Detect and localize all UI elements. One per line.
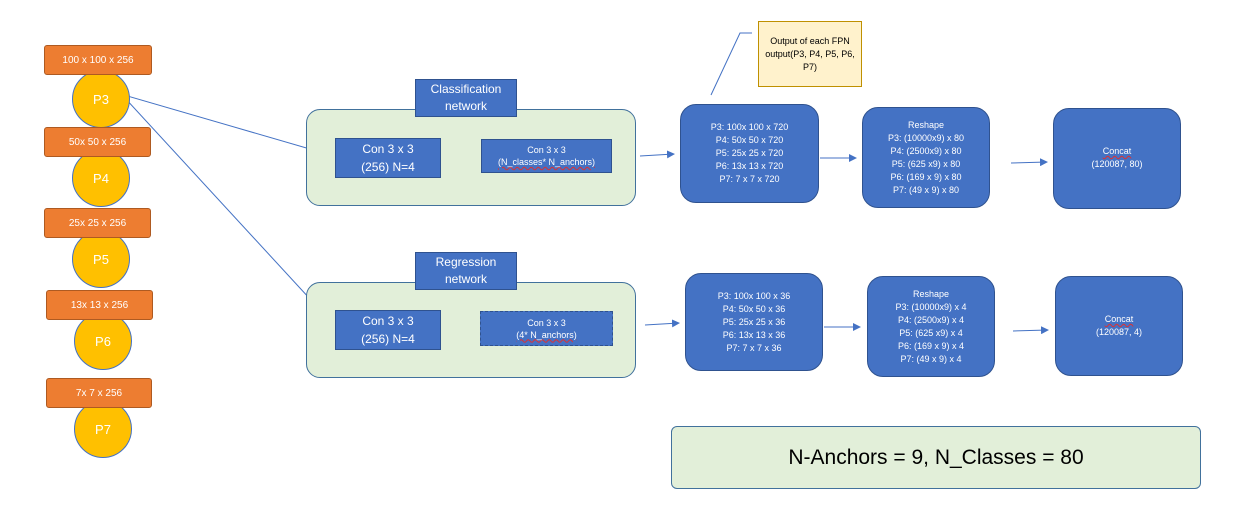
conv-line: Con 3 x 3 [527, 317, 566, 328]
output-line: P4: 50x 50 x 720 [715, 135, 784, 145]
output-line: P7: 7 x 7 x 720 [719, 174, 780, 184]
reshape-line: P7: (49 x 9) x 4 [900, 353, 962, 364]
reshape-line: P7: (49 x 9) x 80 [892, 184, 960, 195]
classification-network-label: Classification network [415, 79, 517, 117]
reshape-line: P6: (169 x 9) x 80 [890, 171, 962, 182]
title-line: network [444, 99, 488, 113]
callout-leader-line [710, 32, 752, 96]
level-circle: P3 [72, 70, 130, 128]
cls-output-conv-block: Con 3 x 3 (N_classes* N_anchors) [481, 139, 612, 173]
level-circle: P7 [74, 400, 132, 458]
reg-conv-block: Con 3 x 3 (256) N=4 [335, 310, 441, 350]
cls-fpn-outputs-box: P3: 100x 100 x 720 P4: 50x 50 x 720 P5: … [680, 104, 819, 203]
level-shape-tag: 50x 50 x 256 [44, 127, 151, 157]
cls-concat-box: Concat (120087, 80) [1053, 108, 1181, 209]
output-line: P6: 13x 13 x 36 [722, 329, 786, 340]
conv-line: Con 3 x 3 [362, 142, 414, 156]
reshape-title: Reshape [912, 288, 950, 299]
level-circle: P5 [72, 230, 130, 288]
conv-line: (4* N_anchors) [516, 329, 577, 340]
p3-to-classification-arrow [123, 94, 335, 158]
output-line: P6: 13x 13 x 720 [715, 161, 784, 171]
title-line: Regression [435, 255, 497, 269]
cls-reshape-box: Reshape P3: (10000x9) x 80 P4: (2500x9) … [862, 107, 990, 208]
output-line: P4: 50x 50 x 36 [722, 303, 786, 314]
reg-output-conv-block: Con 3 x 3 (4* N_anchors) [480, 311, 613, 346]
reg-reshape-to-concat-arrow [1012, 326, 1049, 335]
cls-to-output-arrow [639, 150, 675, 159]
fpn-level-p3: P3 100 x 100 x 256 [44, 45, 164, 128]
fpn-level-p7: P7 7x 7 x 256 [46, 378, 166, 458]
reg-fpn-outputs-box: P3: 100x 100 x 36 P4: 50x 50 x 36 P5: 25… [685, 273, 823, 371]
concat-shape: (120087, 4) [1095, 327, 1143, 337]
fpn-level-p4: P4 50x 50 x 256 [44, 127, 164, 207]
conv-line: (256) N=4 [361, 332, 415, 346]
title-line: network [444, 272, 488, 286]
reshape-line: P3: (10000x9) x 4 [895, 301, 967, 312]
reshape-line: P5: (625 x9) x 80 [891, 158, 961, 169]
conv-line: Con 3 x 3 [362, 314, 414, 328]
concat-shape: (120087, 80) [1091, 159, 1143, 169]
regression-network-label: Regression network [415, 252, 517, 290]
fpn-output-callout: Output of each FPN output(P3, P4, P5, P6… [758, 21, 862, 87]
reshape-title: Reshape [907, 119, 945, 130]
conv-line: Con 3 x 3 [527, 145, 566, 155]
concat-title: Concat [1102, 146, 1132, 156]
concat-title: Concat [1104, 314, 1134, 324]
p3-to-regression-arrow [123, 96, 335, 326]
cls-conv-block: Con 3 x 3 (256) N=4 [335, 138, 441, 178]
level-shape-tag: 13x 13 x 256 [46, 290, 153, 320]
level-shape-tag: 100 x 100 x 256 [44, 45, 152, 75]
conv-line: (256) N=4 [361, 160, 415, 174]
conv-line: (N_classes* N_anchors) [497, 157, 596, 167]
output-line: P7: 7 x 7 x 36 [726, 342, 782, 353]
fpn-level-p6: P6 13x 13 x 256 [46, 290, 166, 370]
title-line: Classification [430, 82, 502, 96]
output-line: P3: 100x 100 x 720 [710, 122, 789, 132]
reshape-line: P4: (2500x9) x 4 [897, 314, 965, 325]
level-shape-tag: 25x 25 x 256 [44, 208, 151, 238]
level-circle: P4 [72, 149, 130, 207]
fpn-level-p5: P5 25x 25 x 256 [44, 208, 164, 288]
reshape-line: P4: (2500x9) x 80 [890, 145, 962, 156]
reshape-line: P3: (10000x9) x 80 [887, 132, 965, 143]
output-line: P5: 25x 25 x 36 [722, 316, 786, 327]
summary-box: N-Anchors = 9, N_Classes = 80 [671, 426, 1201, 489]
cls-reshape-to-concat-arrow [1010, 158, 1048, 167]
reg-reshape-box: Reshape P3: (10000x9) x 4 P4: (2500x9) x… [867, 276, 995, 377]
reshape-line: P6: (169 x 9) x 4 [897, 340, 965, 351]
output-line: P3: 100x 100 x 36 [717, 290, 791, 301]
output-line: P5: 25x 25 x 720 [715, 148, 784, 158]
reg-to-output-arrow [644, 319, 680, 328]
level-shape-tag: 7x 7 x 256 [46, 378, 152, 408]
summary-text: N-Anchors = 9, N_Classes = 80 [788, 445, 1084, 469]
level-circle: P6 [74, 312, 132, 370]
reshape-line: P5: (625 x9) x 4 [899, 327, 963, 338]
reg-concat-box: Concat (120087, 4) [1055, 276, 1183, 376]
